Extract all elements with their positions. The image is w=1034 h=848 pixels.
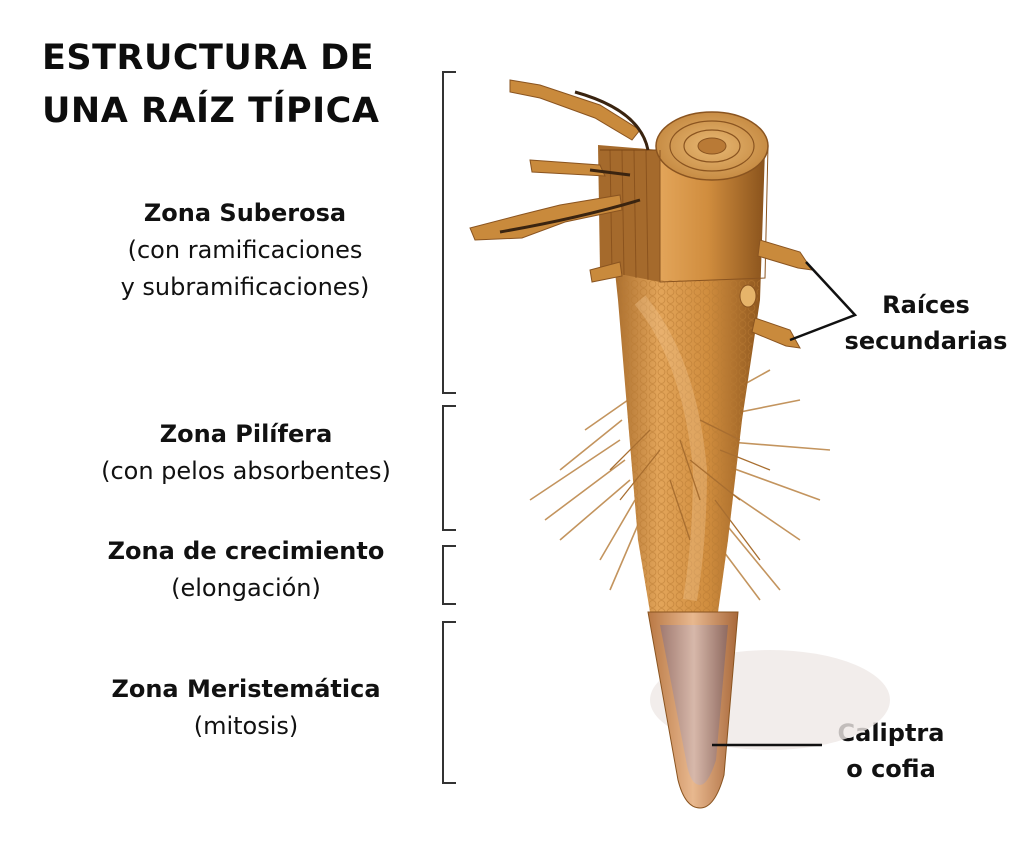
secondary-roots-label: Raíces secundarias (844, 291, 1008, 355)
zone-description: (con pelos absorbentes) (101, 457, 391, 485)
root-cap (647, 611, 739, 809)
zone-name: Zona Pilífera (159, 420, 333, 448)
zone-pilifera-label: Zona Pilífera (con pelos absorbentes) (70, 416, 422, 490)
zone-meristematica-label: Zona Meristemática (mitosis) (80, 671, 412, 745)
zone-description: (mitosis) (193, 712, 299, 740)
pointer-secondary-roots (789, 261, 858, 342)
bracket-pilifera (442, 405, 456, 531)
bracket-meristematica (442, 621, 456, 784)
zone-crecimiento-label: Zona de crecimiento (elongación) (80, 533, 412, 607)
lateral-branches (469, 79, 641, 283)
title-line-2: UNA RAÍZ TÍPICA (42, 91, 380, 131)
lateral-branch-lines (499, 90, 650, 234)
title-line-1: ESTRUCTURA DE (42, 38, 375, 78)
bracket-crecimiento (442, 545, 456, 605)
zone-name: Zona de crecimiento (107, 537, 385, 565)
root-cross-section (598, 111, 769, 283)
zone-name: Zona Meristemática (111, 675, 381, 703)
root-hairs-front (609, 419, 771, 561)
zone-suberosa-label: Zona Suberosa (con ramificaciones y subr… (80, 195, 410, 306)
zone-description: (con ramificaciones (127, 236, 363, 264)
zone-description: y subramificaciones) (120, 273, 370, 301)
zone-name: Zona Suberosa (143, 199, 347, 227)
zone-description: (elongación) (171, 574, 321, 602)
root-hairs-back (529, 369, 831, 601)
pointer-lines (712, 261, 858, 747)
secondary-roots (739, 239, 814, 349)
zone-brackets (442, 71, 456, 784)
bracket-suberosa (442, 71, 456, 394)
diagram-title: ESTRUCTURA DE UNA RAÍZ TÍPICA (42, 32, 379, 138)
